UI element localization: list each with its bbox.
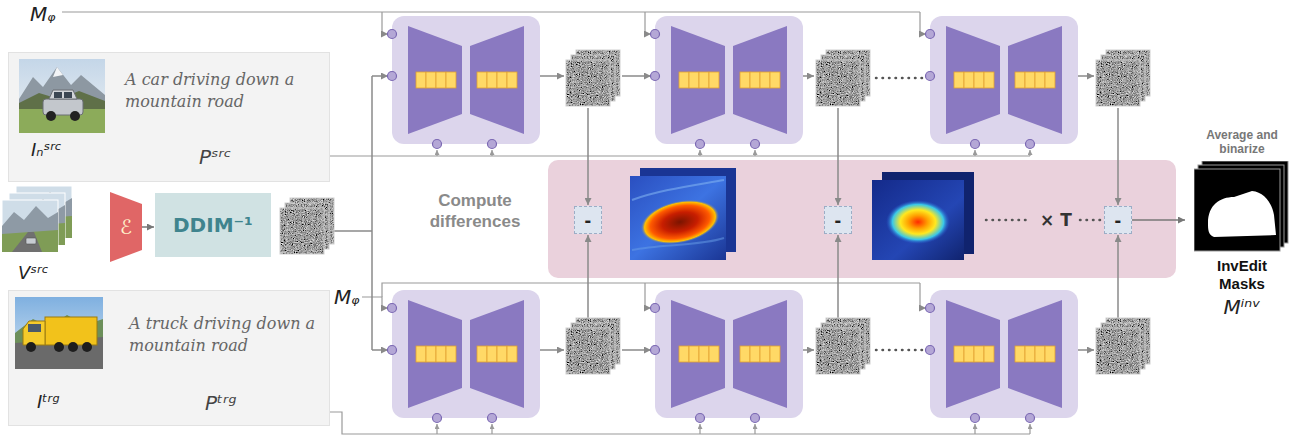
video-frames: Vˢʳᶜ (2, 186, 78, 290)
minus-circle: - (574, 206, 602, 234)
inversion-label: DDIM⁻¹ (173, 213, 253, 237)
prompt-panel: Iₙˢʳᶜ A car driving down a mountain roadP… (8, 52, 330, 182)
step-note: Average and binarize (1186, 128, 1298, 157)
minus-circle: - (1104, 206, 1132, 234)
difference-band: ---Compute differences× T (548, 160, 1176, 278)
difference-heatmap (630, 168, 736, 260)
minus-sign: - (835, 210, 842, 230)
unet-block (388, 16, 1079, 423)
inversion-box: DDIM⁻¹ (155, 193, 271, 257)
encoder-symbol: ℰ (120, 215, 132, 239)
prompt-symbol: Pˢʳᶜ (199, 145, 231, 169)
band-heading: Compute differences (412, 190, 538, 233)
output-symbol: Mⁱⁿᵛ (1186, 295, 1298, 319)
minus-circle: - (824, 206, 852, 234)
image-symbol: Iᵗʳᵍ (37, 391, 60, 413)
model-symbol: Mᵩ (30, 2, 56, 26)
model-symbol: Mᵩ (334, 285, 360, 309)
flow-arrow (142, 226, 154, 228)
prompt-symbol: Pᵗʳᵍ (205, 391, 236, 415)
video-symbol: Vˢʳᶜ (18, 262, 48, 284)
flow-arrow (1132, 219, 1185, 221)
noise-latent (280, 50, 1150, 374)
binary-mask (1194, 161, 1290, 253)
difference-heatmap (872, 172, 974, 260)
minus-sign: - (585, 210, 592, 230)
difference-band (548, 160, 1176, 278)
source-video-frames (2, 186, 74, 260)
image-symbol: Iₙˢʳᶜ (31, 139, 62, 161)
truck-photo (15, 297, 103, 369)
encoder-block: ℰ (110, 192, 142, 262)
prompt-text: A car driving down a mountain road (125, 69, 323, 114)
mask-output: Average and binarizeInvEdit MasksMⁱⁿᵛ (1186, 128, 1298, 328)
repeat-label: × T (1036, 210, 1076, 230)
car-photo (19, 59, 105, 133)
prompt-panel: Iᵗʳᵍ A truck driving down a mountain road… (8, 290, 330, 426)
prompt-text: A truck driving down a mountain road (129, 313, 325, 358)
output-title: InvEdit Masks (1202, 257, 1282, 293)
minus-sign: - (1115, 210, 1122, 230)
